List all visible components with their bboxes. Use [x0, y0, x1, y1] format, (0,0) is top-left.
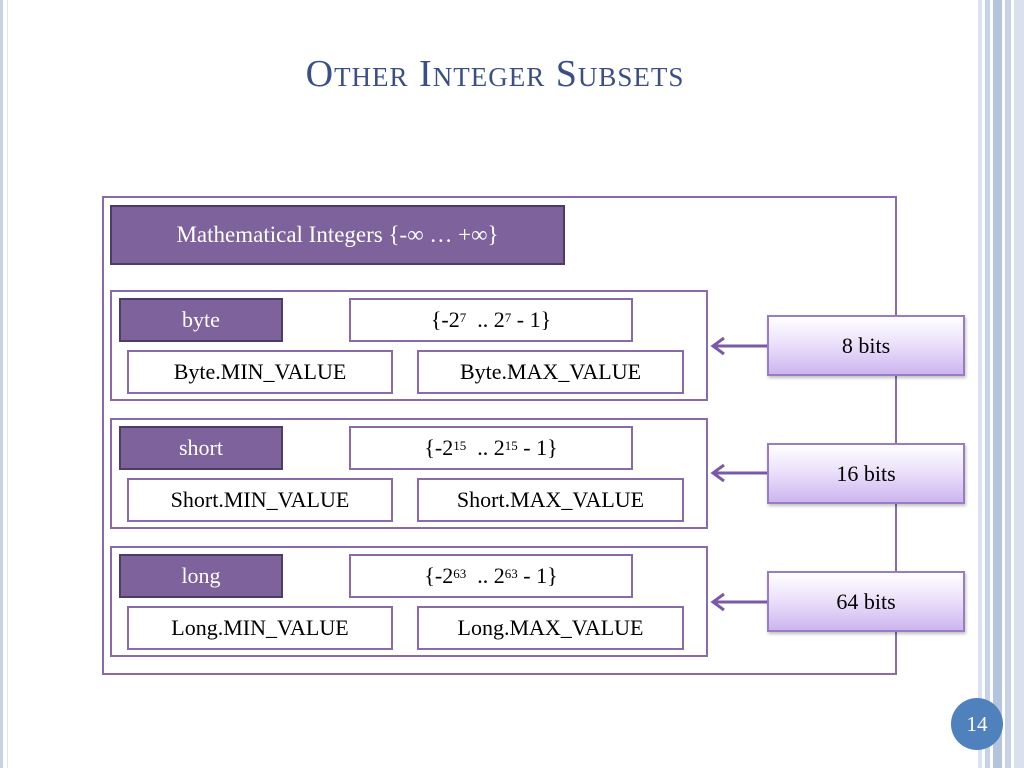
short-range-exp-max: 15 — [504, 438, 518, 453]
byte-range-suffix: - 1} — [511, 307, 552, 332]
byte-range-exp-min: 7 — [459, 310, 467, 325]
left-border-line-inner — [7, 0, 8, 768]
byte-range-exp-max: 7 — [504, 310, 512, 325]
byte-range-prefix: {-2 — [430, 307, 460, 332]
left-border-line — [0, 0, 3, 768]
byte-max-value: Byte.MAX_VALUE — [417, 350, 684, 394]
right-stripe-3 — [993, 0, 1002, 768]
long-range-prefix: {-2 — [424, 563, 454, 588]
short-bits-label: 16 bits — [767, 443, 965, 504]
right-stripe-5 — [1014, 0, 1024, 768]
mathematical-integers-label: Mathematical Integers {-∞ … +∞} — [110, 205, 565, 265]
short-type-label: short — [119, 426, 283, 470]
byte-range-mid: .. 2 — [466, 307, 505, 332]
right-stripe-2 — [985, 0, 990, 768]
short-arrow — [710, 463, 768, 483]
short-min-value: Short.MIN_VALUE — [127, 478, 393, 522]
byte-bits-label: 8 bits — [767, 315, 965, 376]
right-stripe-1 — [978, 0, 982, 768]
byte-type-label: byte — [119, 298, 283, 342]
long-arrow — [710, 592, 768, 612]
long-range-exp-min: 63 — [453, 566, 467, 581]
page-number-badge: 14 — [951, 698, 1003, 750]
short-range-mid: .. 2 — [466, 435, 505, 460]
long-min-value: Long.MIN_VALUE — [127, 606, 393, 650]
long-max-value: Long.MAX_VALUE — [417, 606, 684, 650]
long-range-mid: .. 2 — [466, 563, 505, 588]
long-bits-label: 64 bits — [767, 571, 965, 632]
byte-arrow — [710, 336, 768, 356]
long-range-exp-max: 63 — [504, 566, 518, 581]
right-stripe-4 — [1005, 0, 1011, 768]
long-type-label: long — [119, 554, 283, 598]
slide-title: Other Integer Subsets — [305, 53, 685, 95]
short-range-exp-min: 15 — [453, 438, 467, 453]
long-range-suffix: - 1} — [517, 563, 558, 588]
short-range-suffix: - 1} — [517, 435, 558, 460]
byte-min-value: Byte.MIN_VALUE — [127, 350, 393, 394]
short-max-value: Short.MAX_VALUE — [417, 478, 684, 522]
short-range-prefix: {-2 — [424, 435, 454, 460]
